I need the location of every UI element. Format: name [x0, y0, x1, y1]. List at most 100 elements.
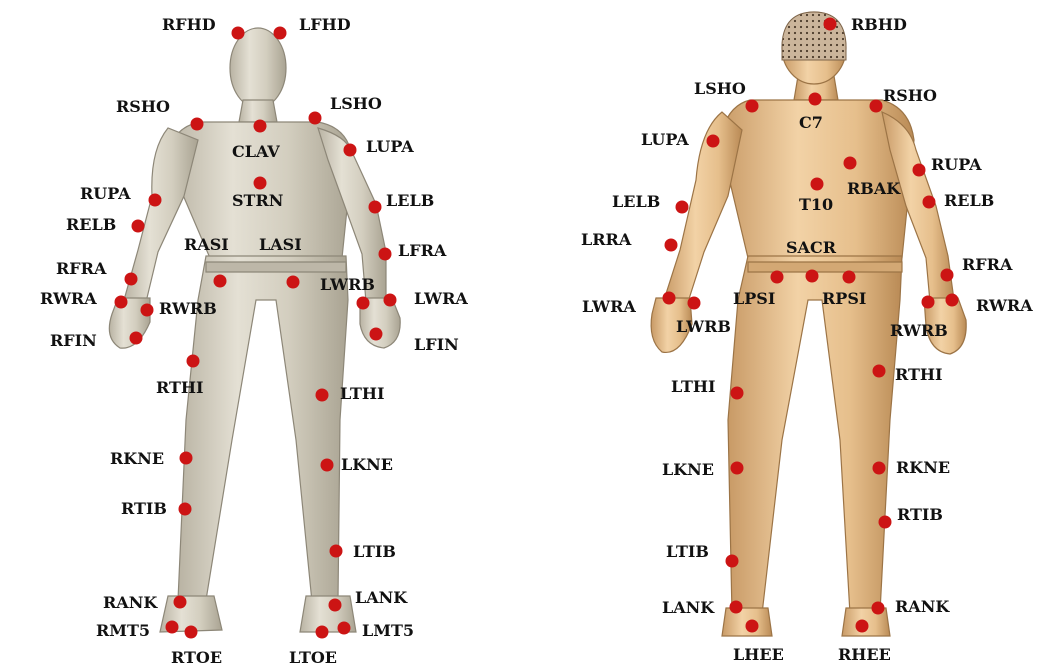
marker-dot — [913, 164, 926, 177]
marker-dot — [731, 387, 744, 400]
marker-dot — [809, 93, 822, 106]
marker-dot — [187, 355, 200, 368]
marker-label: T10 — [799, 195, 833, 214]
marker-label: LFIN — [414, 335, 459, 354]
marker-dot — [856, 620, 869, 633]
marker-dot — [370, 328, 383, 341]
marker-dot — [125, 273, 138, 286]
marker-label: RFRA — [962, 255, 1013, 274]
marker-dot — [872, 602, 885, 615]
marker-label: RTOE — [171, 648, 222, 665]
marker-dot — [946, 294, 959, 307]
marker-dot — [344, 144, 357, 157]
marker-label: RELB — [944, 191, 994, 210]
marker-label: RUPA — [931, 155, 982, 174]
marker-dot — [811, 178, 824, 191]
marker-dot — [330, 545, 343, 558]
marker-label: LELB — [386, 191, 434, 210]
marker-label: SACR — [786, 238, 837, 257]
marker-dot — [730, 601, 743, 614]
marker-dot — [873, 365, 886, 378]
marker-dot — [166, 621, 179, 634]
marker-dot — [185, 626, 198, 639]
marker-label: RSHO — [116, 97, 170, 116]
marker-dot — [676, 201, 689, 214]
back-marker-labels: RBHD LSHO RSHO C7 LUPA RUPA RBAK T10 LEL… — [581, 15, 1033, 664]
marker-label: RWRB — [890, 321, 948, 340]
marker-dot — [357, 297, 370, 310]
marker-label: LTHI — [340, 384, 384, 403]
marker-label: RTIB — [121, 499, 167, 518]
marker-dot — [316, 389, 329, 402]
marker-label: LWRB — [676, 317, 731, 336]
marker-dot — [338, 622, 351, 635]
marker-dot — [843, 271, 856, 284]
marker-dot — [824, 18, 837, 31]
marker-label: LTHI — [671, 377, 715, 396]
marker-dot — [941, 269, 954, 282]
marker-dot — [688, 297, 701, 310]
marker-label: RKNE — [896, 458, 950, 477]
marker-dot — [132, 220, 145, 233]
marker-label: LTOE — [289, 648, 337, 665]
marker-label: LFHD — [299, 15, 351, 34]
marker-dot — [316, 626, 329, 639]
back-head — [782, 12, 846, 84]
marker-label: RHEE — [838, 645, 891, 664]
marker-dot — [384, 294, 397, 307]
marker-dot — [130, 332, 143, 345]
marker-dot — [923, 196, 936, 209]
marker-label: LFRA — [398, 241, 447, 260]
marker-label: RSHO — [883, 86, 937, 105]
back-figure: RBHD LSHO RSHO C7 LUPA RUPA RBAK T10 LEL… — [581, 12, 1033, 664]
marker-dot — [179, 503, 192, 516]
marker-dot — [254, 120, 267, 133]
marker-dot — [232, 27, 245, 40]
marker-dot — [870, 100, 883, 113]
marker-label: RKNE — [110, 449, 164, 468]
marker-dot — [115, 296, 128, 309]
marker-dot — [274, 27, 287, 40]
marker-label: RWRA — [976, 296, 1033, 315]
marker-label: STRN — [232, 191, 283, 210]
marker-label: CLAV — [232, 142, 280, 161]
marker-label: LPSI — [733, 289, 775, 308]
marker-dot — [149, 194, 162, 207]
marker-dot — [309, 112, 322, 125]
marker-dot — [665, 239, 678, 252]
marker-dot — [922, 296, 935, 309]
marker-label: LUPA — [366, 137, 414, 156]
marker-label: LMT5 — [362, 621, 414, 640]
marker-label: LWRA — [414, 289, 468, 308]
marker-label: RWRB — [159, 299, 217, 318]
marker-label: RELB — [66, 215, 116, 234]
marker-dot — [771, 271, 784, 284]
marker-label: RFHD — [162, 15, 216, 34]
marker-dot — [746, 620, 759, 633]
marker-dot — [254, 177, 267, 190]
marker-label: RBAK — [847, 179, 901, 198]
marker-dot — [141, 304, 154, 317]
marker-label: RANK — [103, 593, 158, 612]
marker-dot — [321, 459, 334, 472]
marker-label: LELB — [612, 192, 660, 211]
marker-dot — [663, 292, 676, 305]
marker-label: RASI — [184, 235, 229, 254]
marker-label: LASI — [259, 235, 302, 254]
marker-label: LSHO — [694, 79, 746, 98]
marker-dot — [707, 135, 720, 148]
marker-label: RTIB — [897, 505, 943, 524]
marker-label: RTHI — [156, 378, 204, 397]
marker-label: LTIB — [666, 542, 709, 561]
marker-dot — [746, 100, 759, 113]
marker-label: LTIB — [353, 542, 396, 561]
marker-dot — [844, 157, 857, 170]
marker-label: LWRB — [320, 275, 375, 294]
marker-label: LKNE — [341, 455, 393, 474]
marker-label: RANK — [895, 597, 950, 616]
marker-dot — [329, 599, 342, 612]
marker-dot — [191, 118, 204, 131]
marker-label: RMT5 — [96, 621, 150, 640]
marker-label: RTHI — [895, 365, 943, 384]
